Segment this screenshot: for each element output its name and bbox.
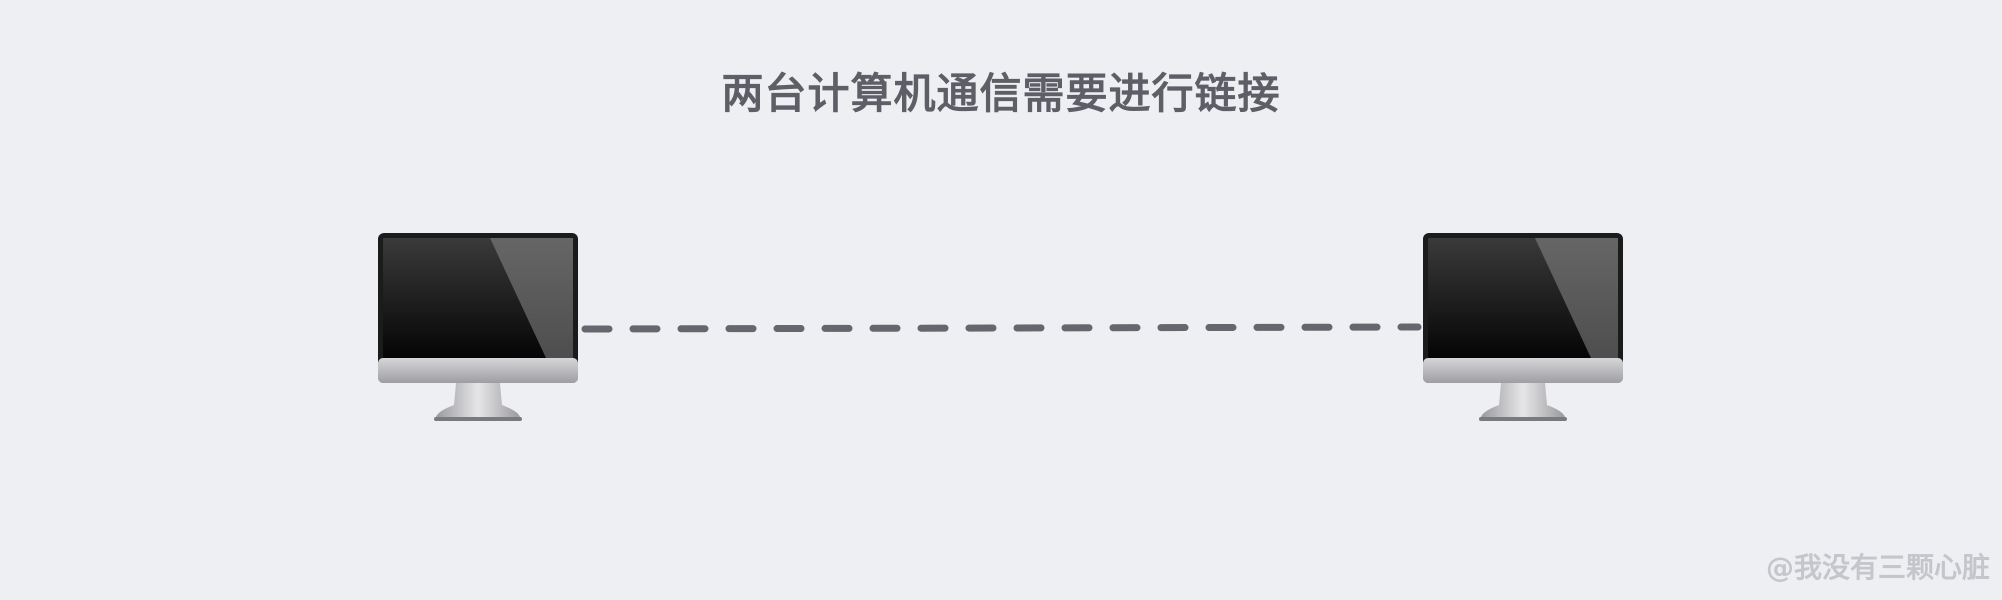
diagram-title: 两台计算机通信需要进行链接	[721, 69, 1281, 118]
monitor-icon	[378, 233, 578, 421]
watermark-text: @我没有三颗心脏	[1765, 551, 1990, 584]
dashed-link	[581, 323, 1422, 333]
monitor-icon	[1423, 233, 1623, 421]
computer-left	[378, 233, 578, 421]
computer-right	[1423, 233, 1623, 421]
